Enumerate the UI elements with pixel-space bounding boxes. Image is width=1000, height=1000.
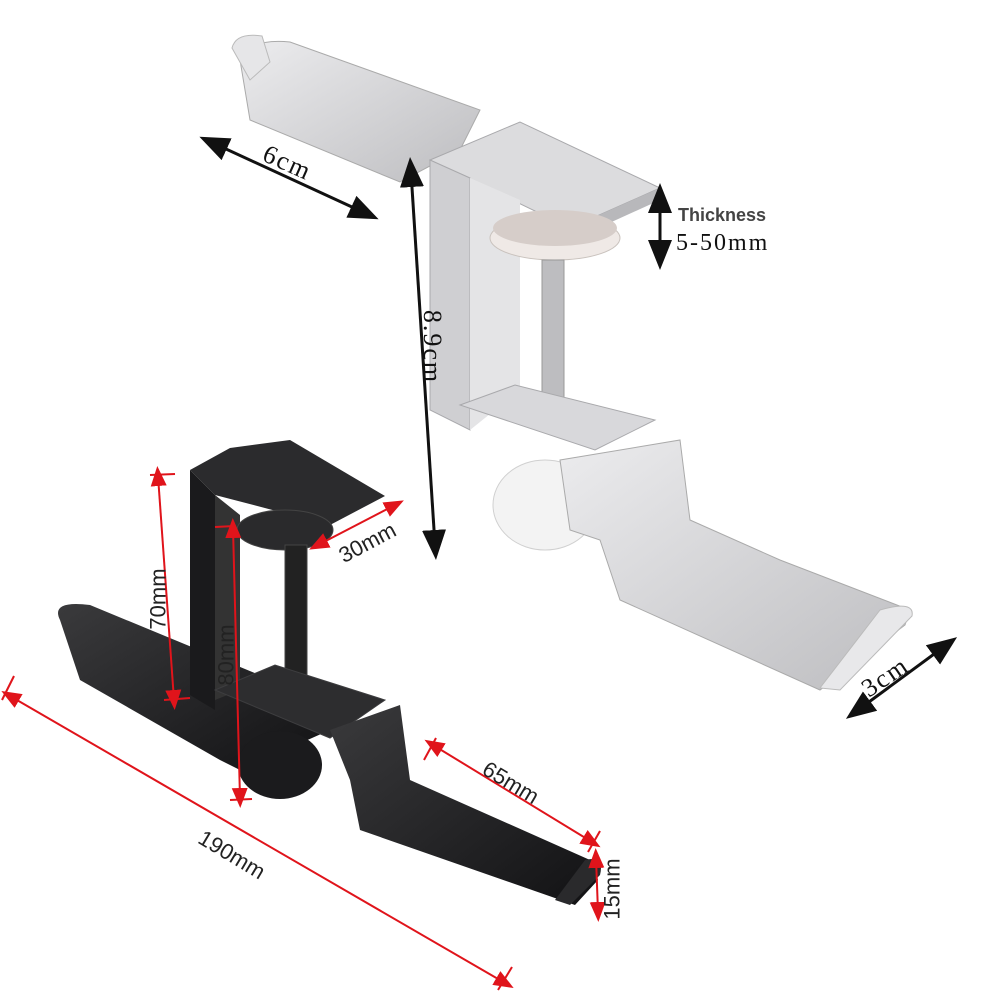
overall-height-label: 80mm xyxy=(213,624,239,686)
hook-height-label: 15mm xyxy=(599,858,625,920)
thickness-value: 5-50mm xyxy=(676,230,770,256)
silver-hanger xyxy=(231,34,913,691)
height-label: 8.9cm xyxy=(418,309,448,385)
thickness-title: Thickness xyxy=(678,205,767,225)
clamp-height-label: 70mm xyxy=(145,568,171,630)
